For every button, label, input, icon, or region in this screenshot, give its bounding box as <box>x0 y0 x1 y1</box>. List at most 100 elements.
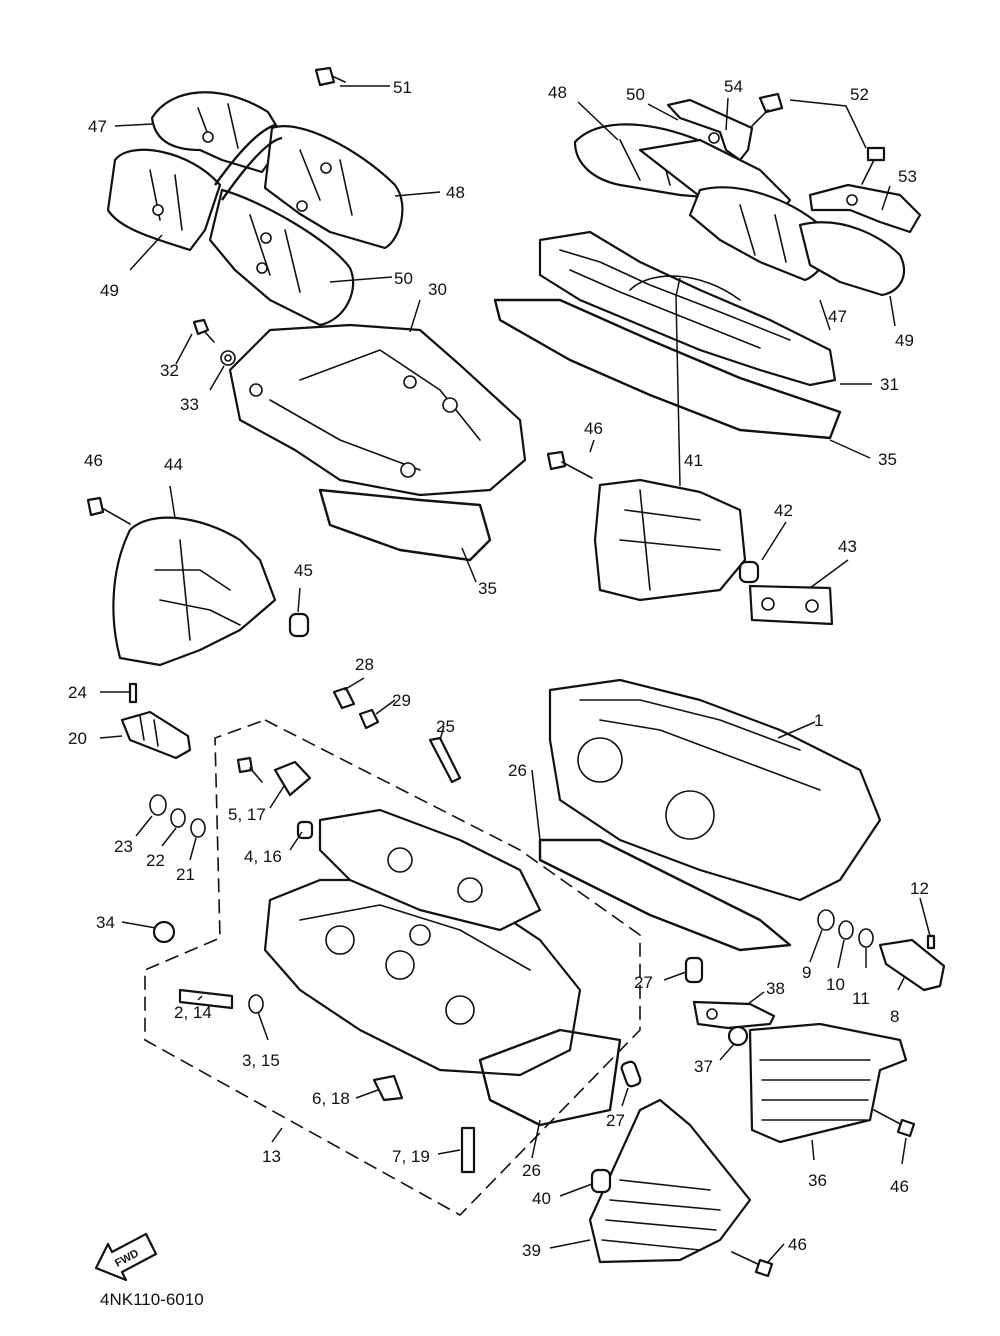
plug-34 <box>152 920 176 944</box>
callout-45: 45 <box>294 561 313 580</box>
callout-27-left: 27 <box>606 1111 625 1130</box>
callout-46-bottom: 46 <box>788 1235 807 1254</box>
sleeve-20 <box>120 710 192 760</box>
callout-12: 12 <box>910 879 929 898</box>
cylinder-head-1 <box>548 678 882 902</box>
callout-49-right: 49 <box>895 331 914 350</box>
guide-2-14 <box>178 988 234 1010</box>
callout-22: 22 <box>146 851 165 870</box>
callout-26-right: 26 <box>508 761 527 780</box>
callout-36: 36 <box>808 1171 827 1190</box>
bolt-46-right <box>873 1109 916 1138</box>
bolt-32 <box>192 318 215 343</box>
spark-plug-25 <box>428 736 462 784</box>
head-top-13 <box>318 808 542 932</box>
dowel-27-right <box>684 956 704 984</box>
head-cover-31 <box>538 230 837 387</box>
callout-34: 34 <box>96 913 115 932</box>
bolt-51 <box>314 66 346 87</box>
callout-labels: 51 47 48 49 50 48 50 54 52 53 30 32 33 4… <box>68 77 929 1270</box>
pin-24 <box>128 682 138 704</box>
callout-1: 1 <box>814 711 823 730</box>
bracket-53 <box>808 183 922 234</box>
nut-6-18 <box>372 1074 404 1102</box>
cover-gasket-ring <box>214 123 283 201</box>
collar-45 <box>288 612 310 638</box>
cylinder-36 <box>748 1022 908 1144</box>
collar-42 <box>738 560 760 584</box>
callout-38: 38 <box>766 979 785 998</box>
part-5-17-b <box>273 760 312 797</box>
bolt-52b <box>861 146 886 185</box>
gasket-26-right <box>538 838 792 952</box>
callout-42: 42 <box>774 501 793 520</box>
callout-9: 9 <box>802 963 811 982</box>
cover-50-left <box>208 188 355 327</box>
callout-40: 40 <box>532 1189 551 1208</box>
callout-27-right: 27 <box>634 973 653 992</box>
stud-7-19 <box>460 1126 476 1174</box>
cover-49-right <box>798 221 906 297</box>
callout-46-left: 46 <box>84 451 103 470</box>
callout-50-left: 50 <box>394 269 413 288</box>
callout-32: 32 <box>160 361 179 380</box>
callout-53: 53 <box>898 167 917 186</box>
orings-21-23 <box>149 794 206 838</box>
callout-39: 39 <box>522 1241 541 1260</box>
bolt-46-mid <box>546 450 593 479</box>
bolt-5-17 <box>236 756 263 783</box>
callout-48-left: 48 <box>446 183 465 202</box>
callout-13: 13 <box>262 1147 281 1166</box>
gasket-26-left <box>478 1028 622 1127</box>
callout-46-mid: 46 <box>584 419 603 438</box>
nut-29 <box>358 708 380 730</box>
callout-25: 25 <box>436 717 455 736</box>
collar-37 <box>727 1025 749 1047</box>
collar-40 <box>590 1168 612 1194</box>
callout-41: 41 <box>684 451 703 470</box>
head-cover-30 <box>228 323 527 497</box>
cover-48-left <box>263 125 404 250</box>
callout-10: 10 <box>826 975 845 994</box>
callout-46-right: 46 <box>890 1177 909 1196</box>
callout-49-left: 49 <box>100 281 119 300</box>
pin-12 <box>926 934 936 950</box>
callout-31: 31 <box>880 375 899 394</box>
callout-7-19: 7, 19 <box>392 1147 430 1166</box>
washer-33 <box>220 350 236 366</box>
callout-4-16: 4, 16 <box>244 847 282 866</box>
gasket-35-right <box>493 298 842 440</box>
cover-44 <box>112 516 277 667</box>
callout-52: 52 <box>850 85 869 104</box>
callout-44: 44 <box>164 455 183 474</box>
cylinder-39 <box>588 1098 752 1264</box>
callout-33: 33 <box>180 395 199 414</box>
callout-30: 30 <box>428 280 447 299</box>
plug-28 <box>332 686 356 710</box>
bolt-46-bottom <box>731 1251 774 1278</box>
callout-21: 21 <box>176 865 195 884</box>
dowel-27-left <box>620 1060 642 1088</box>
callout-35-center: 35 <box>478 579 497 598</box>
callout-28: 28 <box>355 655 374 674</box>
callout-37: 37 <box>694 1057 713 1076</box>
callout-6-18: 6, 18 <box>312 1089 350 1108</box>
callout-51: 51 <box>393 78 412 97</box>
callout-47-right: 47 <box>828 307 847 326</box>
callout-8: 8 <box>890 1007 899 1026</box>
gasket-35-center <box>318 488 492 562</box>
callout-43: 43 <box>838 537 857 556</box>
callout-24: 24 <box>68 683 87 702</box>
bracket-54 <box>666 98 754 162</box>
sleeve-8 <box>878 938 946 992</box>
bolt-46-left <box>86 496 131 525</box>
callout-50-right: 50 <box>626 85 645 104</box>
drawing-code: 4NK110-6010 <box>100 1290 204 1309</box>
callout-3-15: 3, 15 <box>242 1051 280 1070</box>
fwd-arrow <box>94 1232 158 1282</box>
plate-43 <box>748 584 834 626</box>
callout-35-right: 35 <box>878 450 897 469</box>
callout-5-17: 5, 17 <box>228 805 266 824</box>
